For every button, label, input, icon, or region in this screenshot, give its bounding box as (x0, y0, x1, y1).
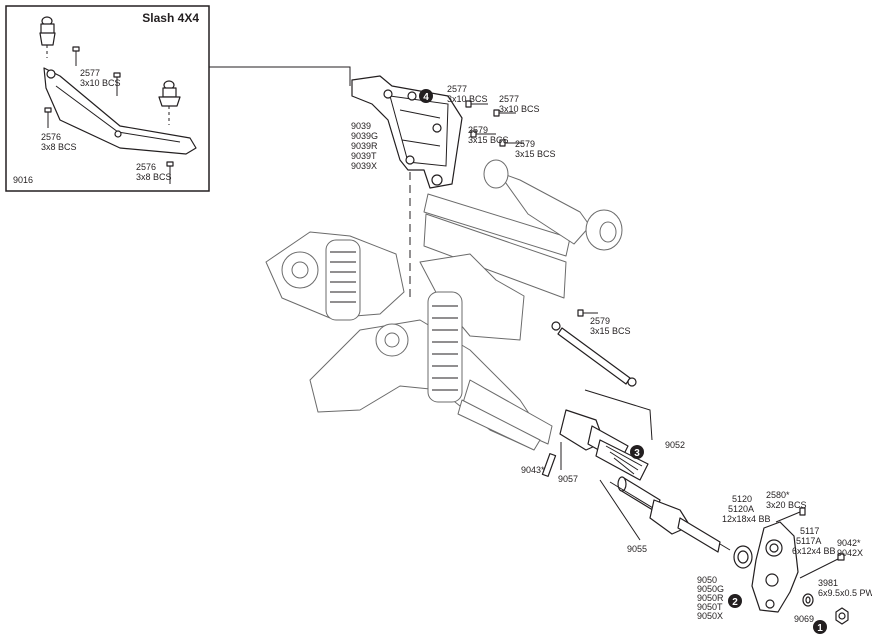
svg-text:5120: 5120 (732, 494, 752, 504)
inset-label-2576-bottom-num: 2576 (136, 162, 156, 172)
svg-text:3: 3 (634, 448, 640, 459)
mount-part-numbers: 9039 9039G 9039R 9039T 9039X (351, 121, 378, 171)
svg-text:9050X: 9050X (697, 611, 723, 621)
inset-part-number: 9016 (13, 175, 33, 185)
inset-label-2576-left-num: 2576 (41, 132, 61, 142)
nut-9069-icon (835, 607, 849, 625)
inset-label-2577-desc: 3x10 BCS (80, 78, 121, 88)
body-post-right-icon (158, 80, 181, 125)
inset-label-2576-left-desc: 3x8 BCS (41, 142, 77, 152)
svg-text:9039X: 9039X (351, 161, 377, 171)
inset-panel: Slash 4X4 9016 (5, 5, 210, 192)
svg-text:9039G: 9039G (351, 131, 378, 141)
label-9069: 9069 (794, 614, 814, 624)
label-2577b-desc: 3x10 BCS (499, 104, 540, 114)
svg-text:9042X: 9042X (837, 548, 863, 558)
svg-text:4: 4 (423, 92, 429, 103)
pin-9043-icon (541, 453, 557, 477)
leader-9055 (599, 479, 641, 541)
svg-text:9039: 9039 (351, 121, 371, 131)
bearing-5117-labels: 5117 5117A 6x12x4 BB (792, 526, 836, 556)
label-2577b-num: 2577 (499, 94, 519, 104)
axle-pin-9042-icon (799, 553, 845, 579)
label-2579c-desc: 3x15 BCS (590, 326, 631, 336)
step-4-badge: 4 (419, 89, 433, 103)
inset-connector-line (209, 66, 351, 86)
label-9055: 9055 (627, 544, 647, 554)
label-2577a-num: 2577 (447, 84, 467, 94)
step-2-badge: 2 (728, 594, 742, 608)
label-2579a-desc: 3x15 BCS (468, 135, 509, 145)
bearing-5120-labels: 5120 5120A 12x18x4 BB (722, 494, 771, 524)
label-2579b-num: 2579 (515, 139, 535, 149)
inset-title: Slash 4X4 (142, 11, 199, 25)
turnbuckle-icon (551, 309, 637, 387)
label-3981-num: 3981 (818, 578, 838, 588)
svg-text:1: 1 (817, 623, 823, 634)
svg-text:5117A: 5117A (796, 536, 821, 546)
label-9057: 9057 (558, 474, 578, 484)
shock-mount-icon (351, 75, 463, 298)
label-9043: 9043* (521, 465, 545, 475)
bearing-large-icon (733, 545, 753, 569)
axle-yoke-icon (649, 499, 731, 553)
svg-text:6x12x4 BB: 6x12x4 BB (792, 546, 836, 556)
svg-text:9050G: 9050G (697, 584, 724, 594)
step-3-badge: 3 (630, 445, 644, 459)
svg-text:9039R: 9039R (351, 141, 378, 151)
svg-text:12x18x4 BB: 12x18x4 BB (722, 514, 771, 524)
svg-text:2: 2 (732, 597, 738, 608)
leader-9052 (584, 389, 653, 441)
svg-text:9050R: 9050R (697, 593, 724, 603)
svg-text:9050T: 9050T (697, 602, 723, 612)
chassis-assembly-icon (265, 159, 623, 451)
svg-text:5120A: 5120A (728, 504, 754, 514)
inset-screw-left-icon (44, 107, 52, 128)
inset-label-2576-bottom-desc: 3x8 BCS (136, 172, 172, 182)
svg-text:9050: 9050 (697, 575, 717, 585)
hub-carrier-icon (751, 521, 799, 613)
label-9052: 9052 (665, 440, 685, 450)
body-post-left-icon (39, 16, 56, 58)
body-mount-beam-icon (43, 67, 197, 155)
pin-9042-labels: 9042* 9042X (837, 538, 863, 558)
washer-3981-icon (802, 593, 814, 607)
screw-2580-icon (775, 507, 806, 523)
mount-screws-icon (465, 100, 524, 147)
label-2579a-num: 2579 (468, 125, 488, 135)
label-2579c-num: 2579 (590, 316, 610, 326)
label-3981-desc: 6x9.5x0.5 PW (818, 588, 872, 598)
svg-text:5117: 5117 (800, 526, 819, 536)
label-2577a-desc: 3x10 BCS (447, 94, 488, 104)
inset-screw-bottom-icon (166, 161, 174, 184)
label-2579b-desc: 3x15 BCS (515, 149, 556, 159)
inset-label-2577-num: 2577 (80, 68, 100, 78)
svg-text:9039T: 9039T (351, 151, 377, 161)
label-2580-desc: 3x20 BCS (766, 500, 807, 510)
label-2580-num: 2580* (766, 490, 790, 500)
carrier-part-numbers: 9050 9050G 9050R 9050T 9050X (697, 575, 724, 621)
step-1-badge: 1 (813, 620, 827, 634)
svg-text:9042*: 9042* (837, 538, 861, 548)
inset-screw-top-icon (72, 46, 121, 96)
driveshaft-cup-icon (559, 409, 649, 481)
